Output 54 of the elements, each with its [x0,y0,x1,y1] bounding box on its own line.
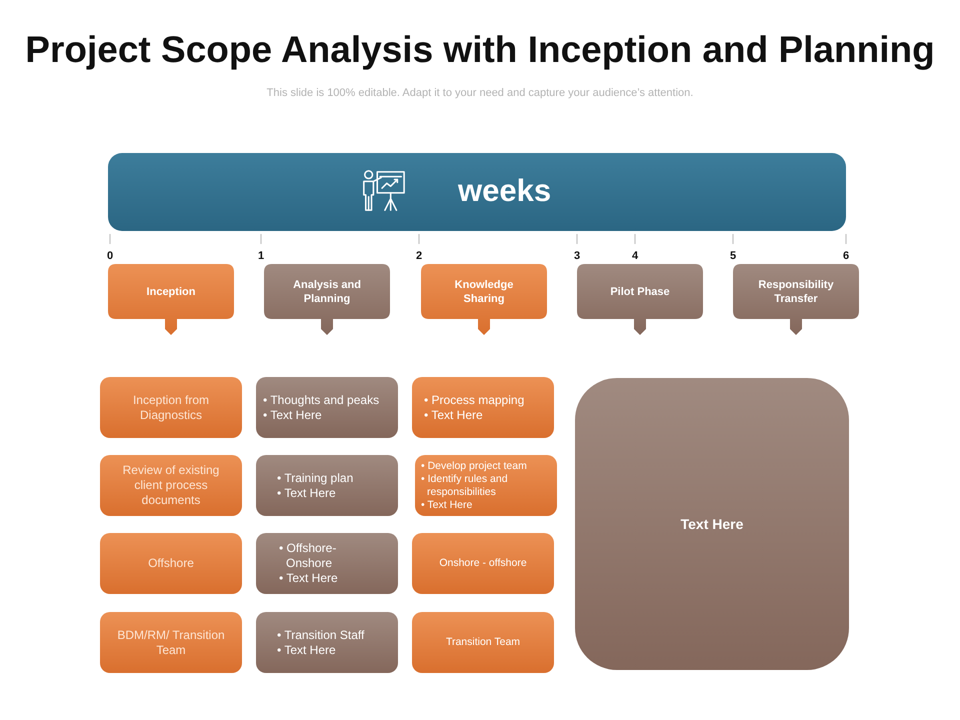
phase-title: Pilot Phase [610,284,670,298]
timeline-banner [108,153,846,231]
phase-title: Inception [146,284,196,298]
bullet-item: • Text Here [424,408,483,422]
bullet-item: • Text Here [277,642,336,658]
tick-label: 5 [730,250,736,263]
slide-title: Project Scope Analysis with Inception and Planning [25,29,935,70]
bullet-item: • Text Here [277,486,336,500]
task-card [415,455,557,516]
bullet-item: • Text Here [279,571,338,586]
tick-label: 3 [574,250,580,263]
bullet-item: • Training plan [277,470,354,486]
phase-callout [264,264,390,335]
task-card [412,612,554,673]
panel-text: Text Here [680,515,744,533]
bullet-item: • Develop project team [421,460,527,472]
phase-callout [421,264,547,335]
banner-title: weeks [458,173,552,209]
tick-label: 1 [258,250,264,263]
bullet-item: • Thoughts and peaks [263,392,380,408]
bullet-item: • Text Here [421,498,472,512]
task-card [256,612,398,673]
phase-callout [577,264,703,335]
task-card [256,533,398,594]
bullet-item: • Text Here [263,408,322,422]
bullet-item: • Identify rules and responsibilities [421,472,509,498]
task-card [100,377,242,438]
tick-label: 0 [106,250,114,263]
task-card [256,455,398,516]
phase-callout [108,264,234,335]
phase-title: Knowledge Sharing [454,278,514,306]
text-panel [575,378,849,670]
task-card [100,533,242,594]
task-card [256,377,398,438]
task-card [100,455,242,516]
subtitle: This slide is 100% editable. Adapt it to your need and capture your audience’s attention. [266,87,694,99]
card-text: Inception from Diagnostics [132,392,210,422]
task-card [100,612,242,673]
card-text: Offshore [148,556,194,571]
phase-callout [733,264,859,335]
bullet-item: • Transition Staff [277,628,364,642]
phase-title: Responsibility Transfer [757,278,835,306]
task-card [412,377,554,438]
bullet-item: • Process mapping [424,392,524,408]
tick-label: 2 [416,250,422,263]
card-text: Transition Team [446,636,520,650]
tick-label: 4 [632,250,638,263]
phase-title: Analysis and Planning [292,278,362,306]
bullet-item: • Offshore- Onshore [279,541,338,571]
card-text: BDM/RM/ Transition Team [116,628,226,658]
tick-label: 6 [842,250,850,263]
card-text: Onshore - offshore [439,556,527,570]
task-card [412,533,554,594]
card-text: Review of existing client process documents [122,463,220,508]
